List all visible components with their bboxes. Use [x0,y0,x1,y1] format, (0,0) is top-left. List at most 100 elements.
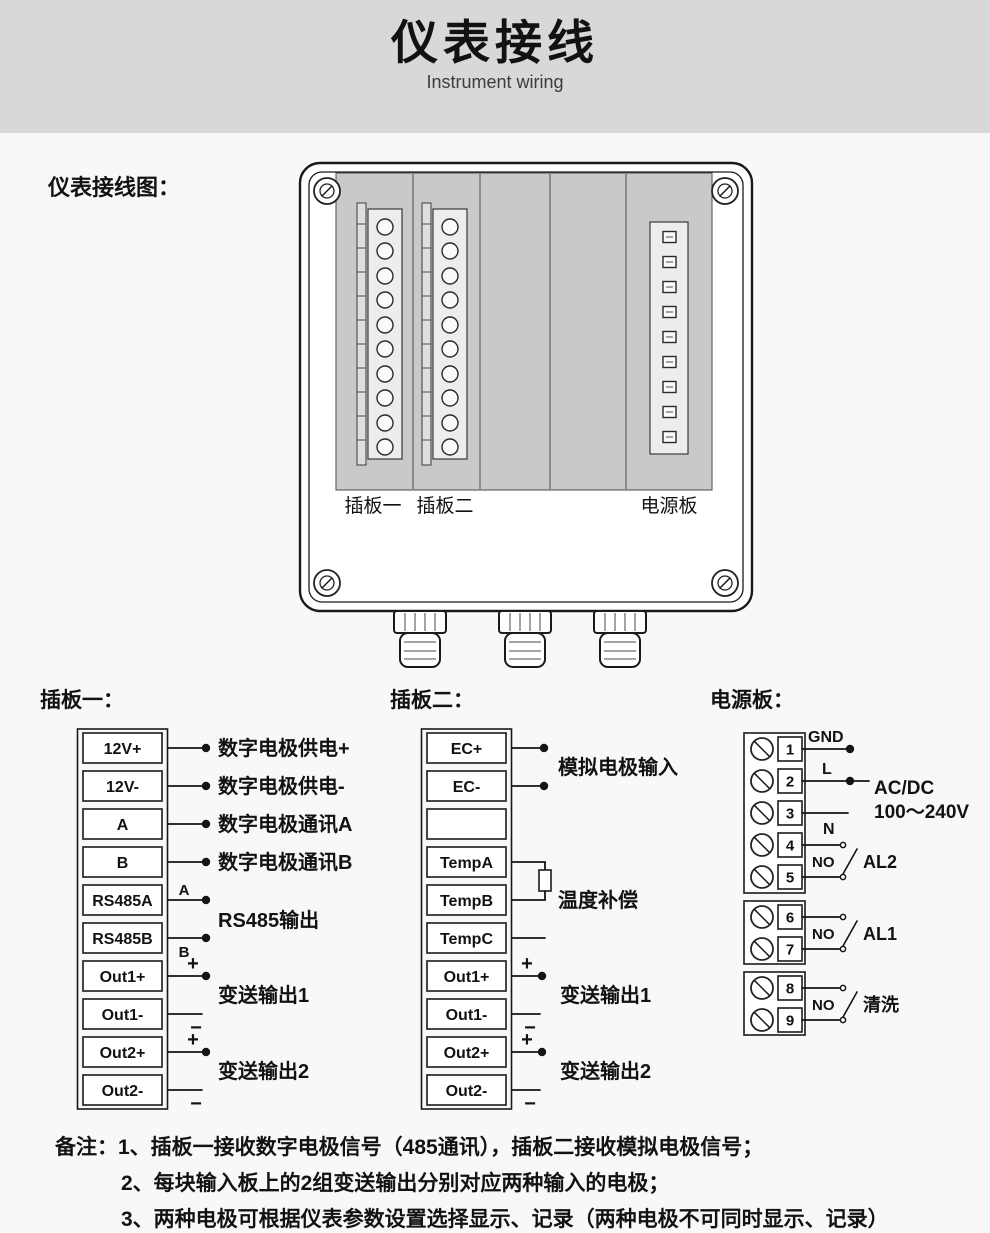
page-title: 仪表接线 [391,16,599,69]
strip-plate [356,202,367,466]
note-line: 3、两种电极可根据仪表参数设置选择显示、记录（两种电极不可同时显示、记录） [55,1202,980,1233]
screw-terminal [441,340,459,358]
terminal-number: 9 [786,1013,794,1030]
terminal-box [426,998,507,1030]
wire-label: 数字电极通讯A [218,812,352,836]
terminal-box [82,922,163,954]
terminal-label: Out1+ [444,969,490,986]
screw-slot [719,185,731,197]
corner-screw-icon [313,569,341,597]
plus-mark: + [521,953,533,975]
acdc-label: AC/DC [874,778,934,799]
junction-dot [845,744,855,754]
terminal-label: Out1- [102,1007,144,1024]
corner-screw-icon [313,177,341,205]
screw-terminal [376,389,394,407]
device-power-label: 电源板 [640,495,697,517]
screw-slot [753,772,771,790]
screw-terminal [441,291,459,309]
gnd-label: GND [808,729,844,746]
terminal-box [82,998,163,1030]
board1-title: 插板一： [40,689,124,712]
wire-label: 变送输出1 [218,983,309,1007]
terminal-box [426,922,507,954]
corner-screw-icon [711,569,739,597]
corner-screw-icon [711,177,739,205]
terminal-number-box [777,864,803,890]
terminal-box [426,846,507,878]
gland-ridges [604,613,636,660]
screw-terminal [376,267,394,285]
slot2-terminal-strip [421,202,468,466]
power-row: 6 [750,904,803,930]
terminal-number: 5 [786,870,794,887]
screw-slot [321,185,333,197]
junction-dot [201,895,211,905]
terminal-number: 7 [786,942,794,959]
screw-slot [753,836,771,854]
gland-body [399,632,441,668]
gland-body [504,632,546,668]
terminal-label: EC+ [451,741,483,758]
note-text: 3、两种电极可根据仪表参数设置选择显示、记录（两种电极不可同时显示、记录） [121,1208,889,1231]
terminal-label: RS485B [92,931,152,948]
screw-terminal [376,218,394,236]
junction-dot [537,971,547,981]
terminal-box [426,1074,507,1106]
plus-mark: + [187,1029,199,1051]
power-terminal-strip-graphic [649,221,689,455]
notes-section: 备注： 1、插板一接收数字电极信号（485通讯），插板二接收模拟电极信号； 2、… [55,1130,980,1233]
wire-label: 变送输出2 [560,1059,651,1083]
terminal-label: Out2+ [444,1045,490,1062]
screw-terminal [376,291,394,309]
terminal-label: TempB [440,893,493,910]
gland-body [599,632,641,668]
relay-contact [839,913,847,921]
plus-mark: + [521,1029,533,1051]
terminal-box [82,1074,163,1106]
acdc-voltage: 100～240V [874,802,969,823]
terminal-label: Out1- [446,1007,488,1024]
power-row: 3 [750,800,803,826]
terminal-label: EC- [453,779,481,796]
al2-label: AL2 [863,852,897,872]
screw-terminal [441,365,459,383]
screw-terminal [376,414,394,432]
junction-dot [539,781,549,791]
diagram-caption: 仪表接线图： [48,175,181,200]
power-row: 9 [750,1007,803,1033]
junction-dot [201,743,211,753]
power-row: 2 [750,768,803,794]
terminal-label: Out2+ [100,1045,146,1062]
terminal-label: RS485A [92,893,153,910]
terminal-box [82,846,163,878]
note-text: 2、每块输入板上的2组变送输出分别对应两种输入的电极； [121,1172,670,1195]
terminal-number: 2 [786,774,794,791]
terminal-label: Out2- [446,1083,488,1100]
power-row: 5 [750,864,803,890]
relay-contact [839,841,847,849]
power-title: 电源板： [710,689,794,712]
screw-slot [753,979,771,997]
terminal-label: Out1+ [100,969,146,986]
power-row: 7 [750,936,803,962]
gland-ridges [509,613,541,660]
wire-label: 数字电极供电+ [218,736,350,760]
no-label: NO [812,926,835,943]
screw-terminal [441,267,459,285]
screw-terminal [441,414,459,432]
rs485-b-mark: B [179,944,190,961]
device-slot1-label: 插板一 [344,495,401,517]
wash-label: 清洗 [863,994,899,1015]
power-board-diagram: 电源板： 1 2 3 [710,689,969,1036]
relay-lever [842,848,858,875]
strip-ticks [422,223,431,441]
plus-mark: + [187,953,199,975]
minus-mark: − [190,1017,202,1039]
junction-dot [539,743,549,753]
terminal-number-box [777,1007,803,1033]
screw-terminal [376,316,394,334]
junction-dot [201,781,211,791]
gland-nut [393,610,447,634]
